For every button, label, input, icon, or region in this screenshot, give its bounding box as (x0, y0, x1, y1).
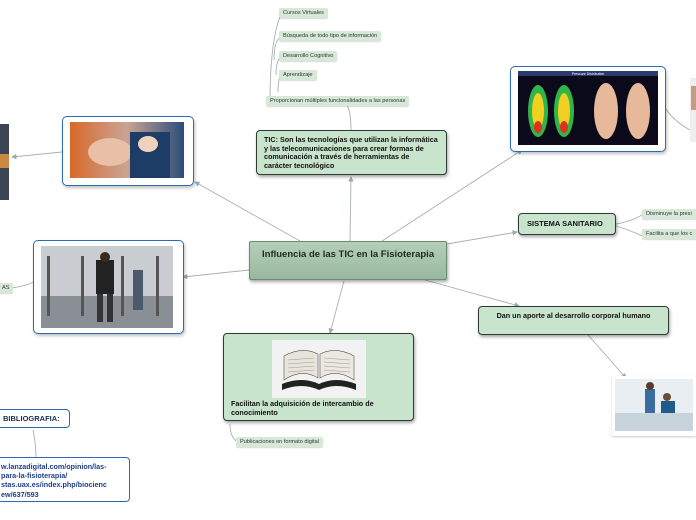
exoskeleton-gait-lab-photo (41, 246, 173, 328)
subitem-multiples-funcionalidades[interactable]: Proporcionan múltiples funcionalidades a… (266, 96, 410, 106)
tic-definition-text: TIC: Son las tecnologías que utilizan la… (264, 135, 438, 170)
partial-left-pill[interactable]: AS (0, 283, 14, 293)
rehab-clinic-photo (615, 379, 693, 431)
sistema-sanitario-label: SISTEMA SANITARIO (527, 219, 603, 228)
facilitan-conocimiento-node[interactable]: Facilitan la adquisición de intercambio … (223, 333, 414, 421)
bibliografia-node[interactable]: BIBLIOGRAFIA: (0, 409, 70, 428)
partial-left-image (0, 124, 9, 200)
subitem-busqueda-informacion[interactable]: Búsqueda de todo tipo de información (279, 31, 382, 41)
exoskeleton-gait-lab-photo-box[interactable] (33, 240, 184, 334)
subitem-cursos-virtuales[interactable]: Cursos Virtuales (279, 8, 328, 18)
subitem-facilita[interactable]: Facilita a que los c (642, 229, 696, 239)
foot-scan-title: Pressure Distribution (572, 72, 605, 76)
subitem-desarrollo-cognitivo[interactable]: Desarrollo Cognitivo (279, 51, 338, 61)
facilitan-conocimiento-label: Facilitan la adquisición de intercambio … (231, 399, 374, 417)
open-book-image (272, 340, 366, 398)
aporte-desarrollo-node[interactable]: Dan un aporte al desarrollo corporal hum… (478, 306, 669, 335)
rehab-clinic-photo-box[interactable] (612, 376, 696, 436)
subitem-aprendizaje[interactable]: Aprendizaje (279, 70, 317, 80)
foot-pressure-scan-box[interactable]: Pressure Distribution (510, 66, 666, 152)
physiotherapy-knee-photo (70, 122, 184, 178)
bibliografia-link[interactable]: w.lanzadigital.com/opinion/las- (1, 462, 107, 471)
central-topic-title: Influencia de las TIC en la Fisioterapia (262, 249, 435, 260)
tic-definition-node[interactable]: TIC: Son las tecnologías que utilizan la… (256, 130, 447, 175)
subitem-publicaciones-digital[interactable]: Publicaciones en formato digital (236, 437, 323, 447)
sistema-sanitario-node[interactable]: SISTEMA SANITARIO (518, 213, 616, 235)
bibliografia-label: BIBLIOGRAFIA: (3, 414, 60, 423)
central-topic-node[interactable]: Influencia de las TIC en la Fisioterapia (249, 241, 447, 280)
bibliografia-links-node[interactable]: w.lanzadigital.com/opinion/las- para-la-… (0, 457, 130, 502)
subitem-disminuye-presion[interactable]: Disminuye la presi (642, 209, 696, 219)
bibliografia-link[interactable]: ew/637/593 (1, 489, 39, 499)
bibliografia-link[interactable]: para-la-fisioterapia/ (1, 471, 68, 481)
foot-pressure-scan: Pressure Distribution (518, 71, 658, 145)
partial-right-image (690, 78, 696, 142)
aporte-desarrollo-label: Dan un aporte al desarrollo corporal hum… (496, 311, 651, 320)
bibliografia-link[interactable]: stas.uax.es/index.php/biocienc (1, 480, 107, 490)
physiotherapy-knee-photo-box[interactable] (62, 116, 194, 186)
